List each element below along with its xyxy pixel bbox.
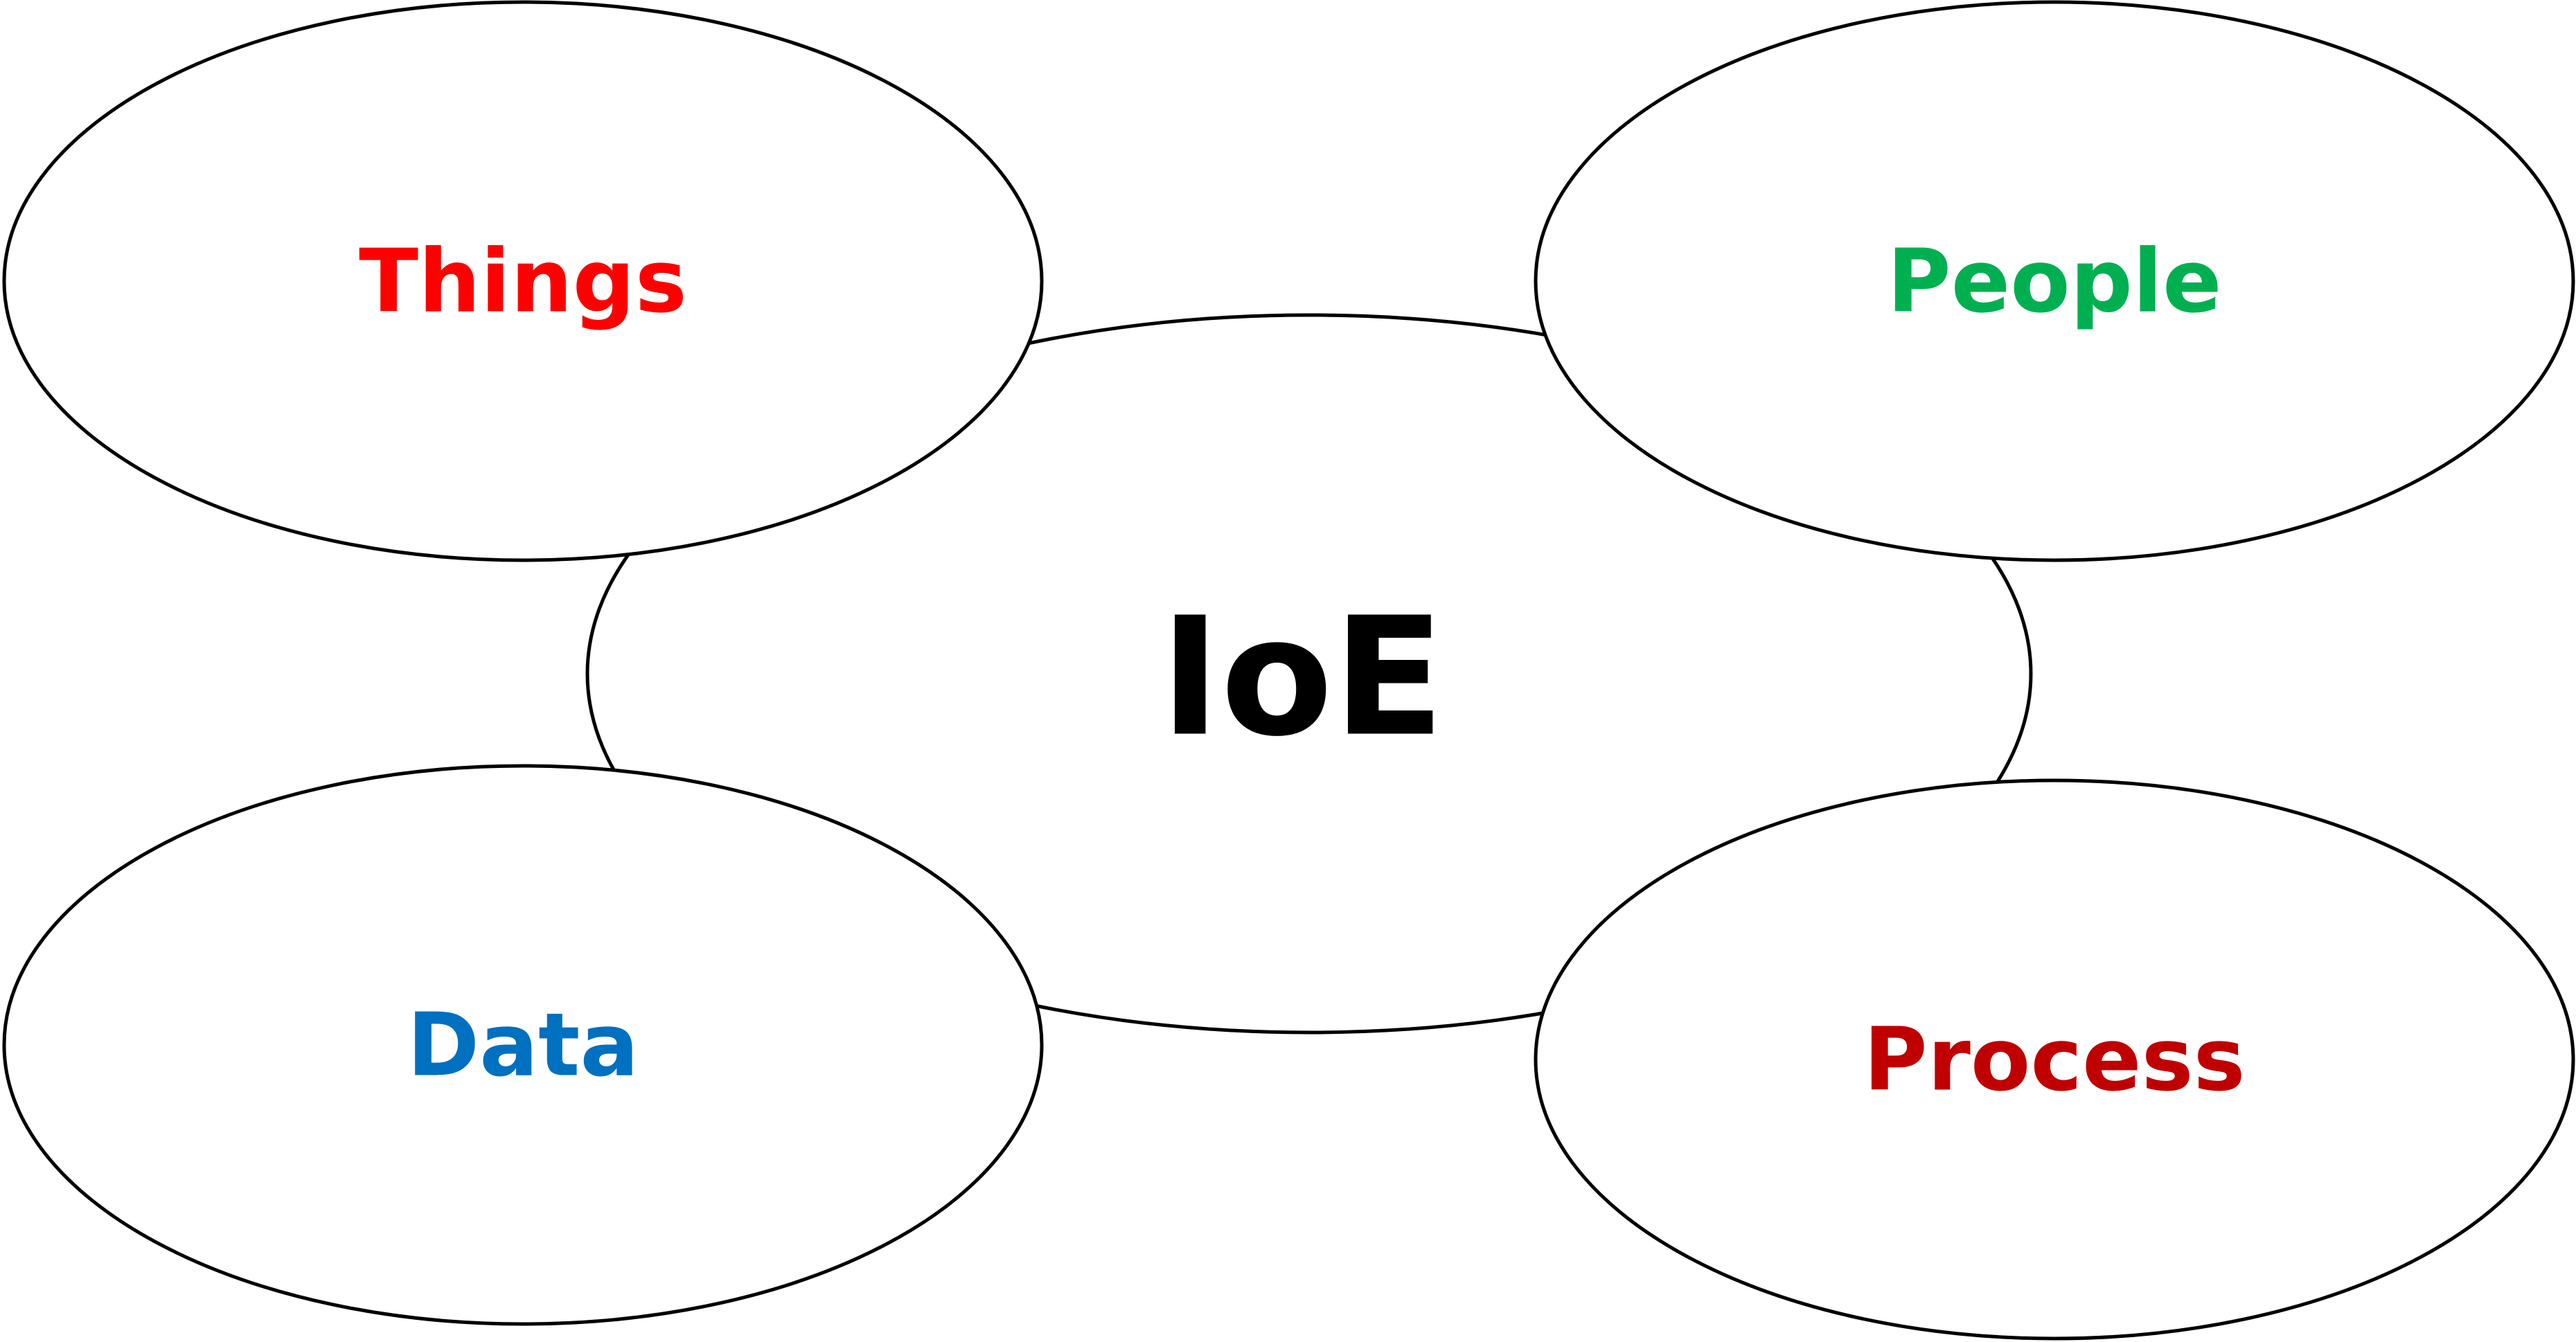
process-ellipse	[1534, 778, 2575, 1341]
things-label: Things	[359, 231, 687, 332]
data-label: Data	[407, 994, 639, 1096]
people-label: People	[1887, 231, 2221, 332]
data-node: Data	[2, 764, 1044, 1326]
process-node: Process	[1534, 778, 2575, 1341]
things-node: Things	[2, 0, 1044, 562]
things-ellipse	[2, 0, 1044, 562]
people-ellipse	[1534, 0, 2575, 562]
ioe-center-node: IoE	[585, 313, 2033, 1035]
people-node: People	[1534, 0, 2575, 562]
ioe-center-ellipse	[585, 313, 2033, 1035]
process-label: Process	[1863, 1009, 2245, 1111]
data-ellipse	[2, 764, 1044, 1326]
ioe-center-label: IoE	[1160, 582, 1444, 773]
